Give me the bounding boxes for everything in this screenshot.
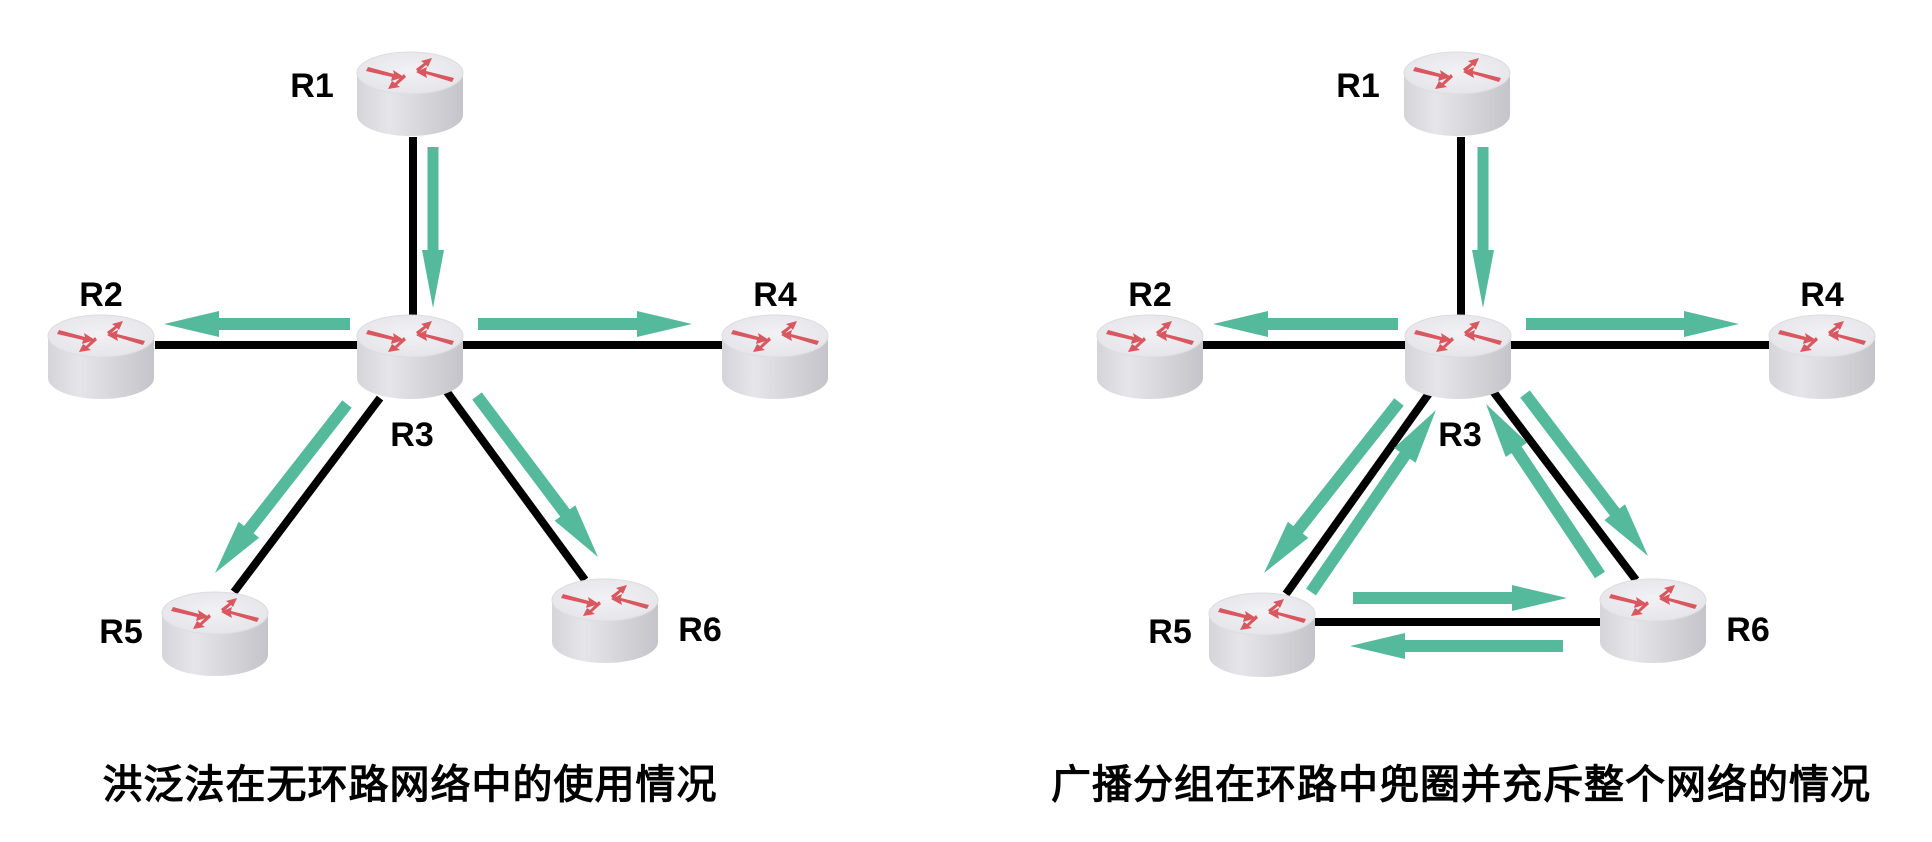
router-icon [551, 578, 659, 664]
router-label: R3 [390, 416, 433, 454]
right-router-r4: R4 [1768, 276, 1876, 400]
right-link-r3-r6 [1488, 387, 1640, 583]
right-flow-arrow-r3-to-r6 [1520, 390, 1648, 556]
router-icon [356, 51, 464, 137]
caption-broadcast-loop: 广播分组在环路中兜圈并充斥整个网络的情况 [1051, 762, 1871, 808]
router-label: R2 [1128, 276, 1171, 314]
router-icon [1096, 314, 1204, 400]
router-icon [721, 314, 829, 400]
right-router-r6: R6 [1599, 578, 1770, 664]
router-icon [1768, 314, 1876, 400]
right-flow-arrow-r5-to-r3 [1306, 410, 1436, 596]
right-flow-arrow-r1-to-r3 [1472, 147, 1494, 308]
router-icon [1208, 592, 1316, 678]
right-flow-arrow-r3-to-r2 [1213, 311, 1398, 337]
router-label: R1 [290, 67, 333, 105]
right-flow-arrow-r3-to-r4 [1526, 311, 1739, 337]
router-label: R5 [1148, 613, 1191, 651]
left-link-r3-r5 [230, 395, 384, 595]
router-label: R5 [99, 613, 142, 651]
right-flow-arrow-r6-to-r3 [1486, 404, 1605, 579]
router-label: R6 [1726, 611, 1769, 649]
left-flow-arrow-r1-to-r3 [422, 147, 444, 308]
right-flow-arrow-r6-to-r5 [1350, 633, 1563, 659]
links-layer [155, 137, 1769, 626]
router-label: R3 [1438, 416, 1481, 454]
right-router-r2: R2 [1096, 276, 1204, 400]
left-router-r4: R4 [721, 276, 829, 400]
router-label: R4 [753, 276, 797, 314]
right-router-r5: R5 [1148, 592, 1316, 678]
left-flow-arrow-r3-to-r6 [472, 392, 598, 557]
left-router-r1: R1 [290, 51, 464, 137]
right-flow-arrow-r5-to-r6 [1353, 585, 1567, 611]
router-icon [1599, 578, 1707, 664]
left-router-r2: R2 [47, 276, 155, 400]
right-flow-arrow-r3-to-r5 [1264, 398, 1404, 573]
router-icon [161, 591, 269, 677]
router-label: R4 [1800, 276, 1844, 314]
left-link-r3-r6 [443, 389, 589, 583]
flows-layer [164, 147, 1739, 659]
left-router-r6: R6 [551, 578, 722, 664]
caption-flooding-acyclic: 洪泛法在无环路网络中的使用情况 [102, 762, 718, 808]
right-link-r3-r5 [1282, 389, 1434, 597]
left-flow-arrow-r3-to-r4 [478, 311, 692, 337]
router-label: R1 [1336, 67, 1379, 105]
right-router-r3: R3 [1404, 314, 1512, 454]
router-icon [47, 314, 155, 400]
router-icon [1403, 51, 1511, 137]
router-icon [1404, 314, 1512, 400]
left-router-r3: R3 [356, 314, 464, 454]
router-icon [356, 314, 464, 400]
left-router-r5: R5 [99, 591, 269, 677]
right-router-r1: R1 [1336, 51, 1511, 137]
left-flow-arrow-r3-to-r5 [215, 400, 352, 573]
router-label: R2 [79, 276, 122, 314]
left-flow-arrow-r3-to-r2 [164, 311, 350, 337]
router-label: R6 [678, 611, 721, 649]
